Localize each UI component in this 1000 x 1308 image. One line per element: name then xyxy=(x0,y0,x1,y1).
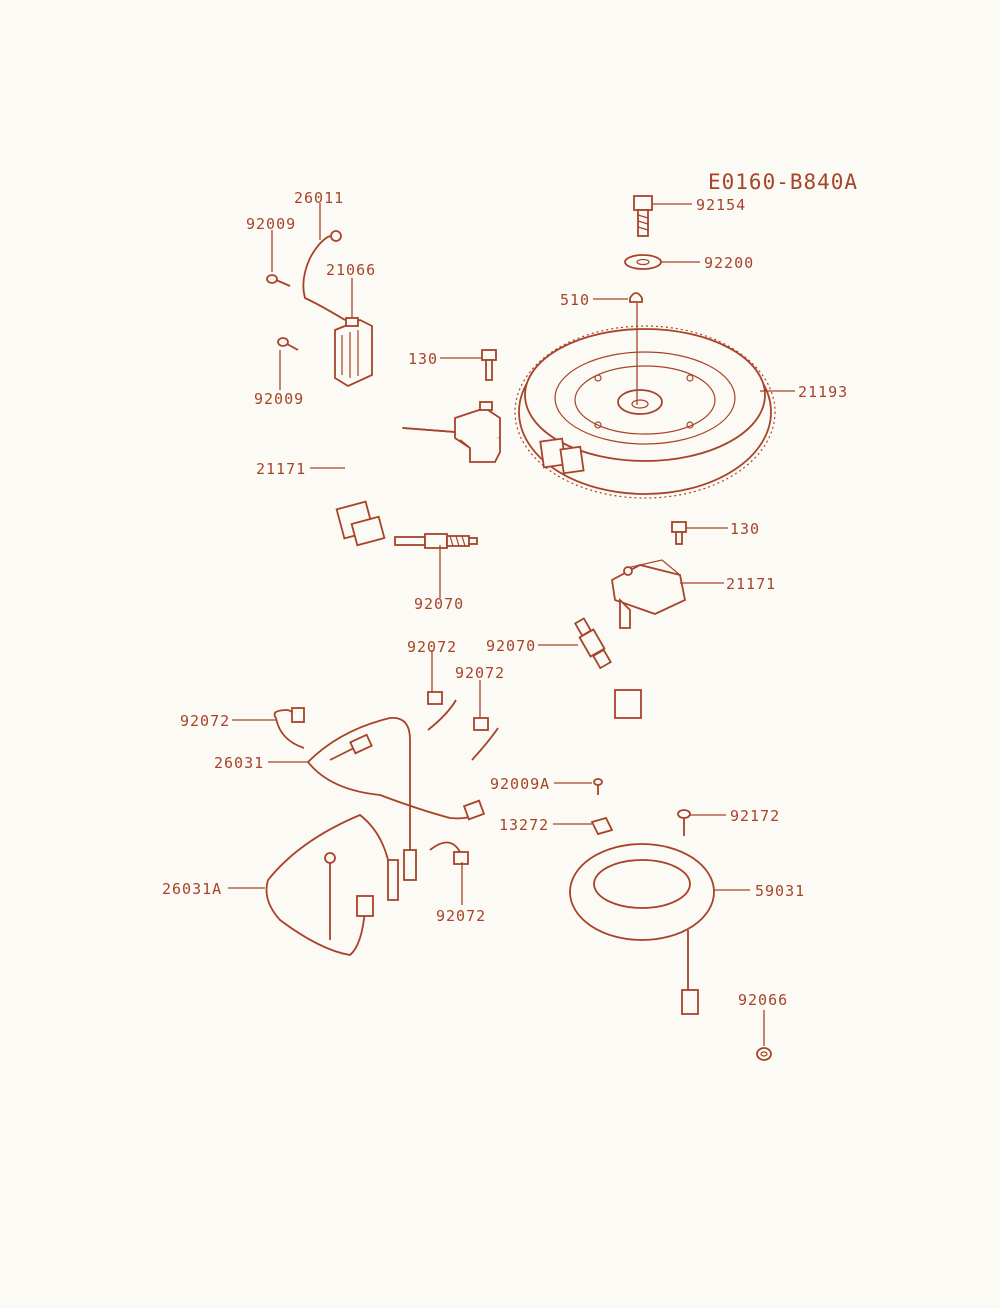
stator[interactable] xyxy=(569,843,715,1015)
wiring-harness-26031[interactable] xyxy=(307,717,486,881)
coil-bolt-right[interactable] xyxy=(671,521,687,545)
terminal-cover-92072-c[interactable] xyxy=(471,717,499,761)
flywheel-washer[interactable] xyxy=(624,254,662,270)
label-21171-left[interactable]: 21171 xyxy=(256,460,306,478)
label-92072-a[interactable]: 92072 xyxy=(407,638,457,656)
screw-92009A[interactable] xyxy=(593,778,603,795)
label-21193[interactable]: 21193 xyxy=(798,383,848,401)
terminal-cover-92072-b[interactable] xyxy=(427,691,457,731)
label-26011[interactable]: 26011 xyxy=(294,189,344,207)
label-92009-top[interactable]: 92009 xyxy=(246,215,296,233)
label-92072-d[interactable]: 92072 xyxy=(436,907,486,925)
label-130-right[interactable]: 130 xyxy=(730,520,760,538)
label-26031[interactable]: 26031 xyxy=(214,754,264,772)
label-13272[interactable]: 13272 xyxy=(499,816,549,834)
label-92066[interactable]: 92066 xyxy=(738,991,788,1009)
label-21171-right[interactable]: 21171 xyxy=(726,575,776,593)
spark-plug-right[interactable] xyxy=(573,617,612,670)
flywheel-key[interactable] xyxy=(629,292,643,303)
leader-lines xyxy=(228,203,795,1046)
label-510[interactable]: 510 xyxy=(560,291,590,309)
ignition-module[interactable] xyxy=(334,317,373,388)
stator-bolt[interactable] xyxy=(677,809,691,836)
ignition-coil-right[interactable] xyxy=(611,559,687,719)
coil-bolt-top[interactable] xyxy=(481,349,497,381)
label-92009A[interactable]: 92009A xyxy=(490,775,550,793)
label-26031A[interactable]: 26031A xyxy=(162,880,222,898)
spark-plug-left[interactable] xyxy=(394,533,478,549)
label-92200[interactable]: 92200 xyxy=(704,254,754,272)
wiring-harness-26031A[interactable] xyxy=(265,813,399,956)
nut-92066[interactable] xyxy=(756,1047,772,1061)
label-92172[interactable]: 92172 xyxy=(730,807,780,825)
ground-lead-wire[interactable] xyxy=(302,230,346,321)
label-92009-bottom[interactable]: 92009 xyxy=(254,390,304,408)
part-labels: 26011 92009 21066 92009 130 21171 92070 … xyxy=(162,189,848,1009)
diagram-code: E0160-B840A xyxy=(708,170,858,194)
label-21066[interactable]: 21066 xyxy=(326,261,376,279)
screw-92009-top[interactable] xyxy=(266,274,291,287)
label-92070-right[interactable]: 92070 xyxy=(486,637,536,655)
label-92070-left[interactable]: 92070 xyxy=(414,595,464,613)
terminal-cover-92072-a[interactable] xyxy=(273,707,305,749)
label-130-top[interactable]: 130 xyxy=(408,350,438,368)
screw-92009-bottom[interactable] xyxy=(277,337,299,351)
plate-13272[interactable] xyxy=(590,816,614,836)
terminal-cover-92072-d[interactable] xyxy=(429,841,469,865)
label-92072-c[interactable]: 92072 xyxy=(180,712,230,730)
label-92154[interactable]: 92154 xyxy=(696,196,746,214)
ignition-coil-left[interactable] xyxy=(335,401,501,547)
label-59031[interactable]: 59031 xyxy=(755,882,805,900)
label-92072-b[interactable]: 92072 xyxy=(455,664,505,682)
flywheel-bolt[interactable] xyxy=(633,195,653,237)
flywheel[interactable] xyxy=(514,325,776,499)
